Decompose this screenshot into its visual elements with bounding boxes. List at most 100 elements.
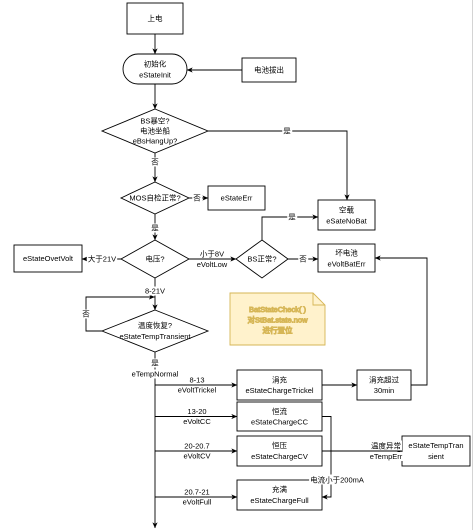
note-line-3: 进行置位 — [263, 325, 293, 335]
bs-hang-up-diamond — [100, 108, 210, 154]
label-volt-20.7-21: 20.7-21 — [184, 488, 209, 497]
init-node: 初始化 eStateInit — [122, 53, 188, 85]
label-volt-full: eVoltFull — [183, 498, 212, 507]
power-on-box — [126, 2, 184, 35]
edge-label-background — [370, 440, 402, 451]
edge-label-background — [183, 487, 211, 497]
edge-label-background — [130, 369, 180, 379]
edge-label-background — [186, 407, 208, 416]
label-volt-trickel: eVoltTrickel — [178, 386, 217, 395]
no-bat-node: 空载 eSateNoBat — [317, 199, 376, 231]
bs-normal-decision: BS正常? — [235, 239, 289, 279]
bs-hang-up-decision: BS暴空? 电池坐船 eBsHangUp? — [100, 108, 210, 154]
label-bs-normal-yes: 是 — [288, 213, 296, 222]
temp-check-label-state: eStateTempTransient — [119, 332, 191, 341]
edge-label-background — [150, 358, 161, 368]
temp-transient-label-1: eStateTempTran — [408, 441, 463, 450]
charge-full-box — [236, 479, 323, 511]
edge-label-background — [150, 157, 161, 167]
charge-cv-label-cn: 恒压 — [272, 440, 287, 450]
over-volt-label: eStateOvetVolt — [23, 254, 74, 263]
bat-err-box — [317, 243, 376, 273]
charge-trickle-node: 涓充 eStateChargeTrickel — [236, 369, 323, 401]
charge-cc-box — [236, 401, 323, 432]
battery-removed-node: 电池拔出 — [241, 57, 297, 83]
bs-hang-up-label-2: 电池坐船 — [140, 126, 170, 136]
edge-label-background — [183, 441, 211, 451]
trickle-timeout-label-2: 30min — [374, 386, 394, 395]
label-over-21v: 大于21V — [88, 254, 116, 264]
edge-label-background — [309, 474, 365, 485]
bat-err-node: 坏电池 eVoltBatErr — [317, 243, 376, 273]
label-temp-not-recovered: 否 — [82, 310, 90, 319]
power-on-node: 上电 — [126, 2, 184, 35]
edge-label-background — [150, 223, 161, 233]
label-volt-13-20: 13-20 — [187, 407, 206, 416]
temp-check-diamond — [100, 309, 210, 353]
init-label-cn: 初始化 — [144, 59, 167, 69]
edge-timeout-to-bat-err — [374, 255, 428, 386]
note-line-1: BatStateCheck( ) — [249, 305, 307, 314]
bs-hang-up-label-3: eBsHangUp? — [133, 137, 178, 146]
trickle-timeout-node: 涓充超过 30min — [356, 369, 412, 401]
label-temp-normal: eTempNormal — [132, 370, 179, 379]
mos-check-decision: MOS自检正常? — [119, 181, 191, 215]
bs-normal-diamond — [235, 239, 289, 279]
no-bat-box — [317, 199, 376, 231]
init-box — [122, 53, 188, 85]
edge-label-background — [298, 254, 309, 264]
label-mos-yes: 是 — [151, 224, 159, 233]
edge-label-background — [287, 212, 298, 222]
label-current-low: 电流小于200mA — [310, 475, 364, 485]
edge-label-background — [188, 375, 206, 385]
label-range-8-21v: 8-21V — [145, 287, 165, 296]
charge-cc-label-state: eStateChargeCC — [251, 418, 309, 427]
bat-err-label-state: eVoltBatErr — [328, 260, 366, 269]
edge-label-background — [81, 309, 92, 319]
temp-transient-node: eStateTempTran sient — [401, 435, 471, 467]
charge-trickle-box — [236, 369, 323, 401]
label-bs-hang-up-no: 否 — [151, 158, 159, 167]
edge-labels: 是 否 否 是 大于21V 小于8V eVoltLow 是 否 8-21V 否 … — [81, 126, 404, 507]
mos-check-diamond — [119, 181, 191, 215]
edge-label-background — [86, 253, 118, 264]
label-under-8v: 小于8V — [200, 250, 224, 259]
charge-cv-box — [236, 435, 323, 467]
edge-label-background — [282, 126, 293, 136]
note-fold — [312, 293, 325, 306]
charge-full-label-cn: 充满 — [272, 484, 287, 494]
edge-label-background — [176, 385, 218, 395]
no-bat-label-cn: 空载 — [339, 205, 354, 215]
charge-full-node: 充满 eStateChargeFull — [236, 479, 323, 511]
edge-label-background — [192, 193, 203, 203]
charge-cc-label-cn: 恒流 — [272, 406, 287, 416]
edge-label-background — [182, 417, 213, 426]
edge-cc-to-junction — [322, 416, 332, 451]
power-on-label: 上电 — [148, 13, 163, 23]
no-bat-label-state: eSateNoBat — [326, 217, 367, 226]
state-check-note: BatStateCheck( ) 对StBat.state.now 进行置位 — [229, 292, 326, 346]
edge-cv-to-full-current-low — [321, 451, 332, 500]
over-volt-node: eStateOvetVolt — [13, 244, 83, 273]
init-label-state: eStateInit — [139, 71, 172, 80]
temp-transient-label-2: sient — [428, 452, 445, 461]
label-temp-err-cn: 温度异常 — [371, 441, 401, 451]
charge-trickle-label-state: eStateChargeTrickel — [245, 386, 313, 395]
note-line-2: 对StBat.state.now — [247, 315, 308, 325]
temp-check-label-cn: 温度恢复? — [138, 320, 172, 330]
edge-label-background — [195, 260, 229, 269]
label-volt-20-20.7: 20-20.7 — [184, 442, 209, 451]
charge-trickle-label-cn: 涓充 — [272, 375, 287, 385]
voltage-label: 电压? — [145, 254, 164, 264]
label-volt-low: eVoltLow — [197, 260, 228, 269]
bat-err-label-cn: 坏电池 — [335, 248, 358, 258]
edge-label-background — [368, 452, 404, 461]
edge-bs-yes-to-no-bat — [208, 130, 350, 201]
trickle-timeout-box — [356, 369, 412, 401]
temp-check-decision: 温度恢复? eStateTempTransient — [100, 309, 210, 353]
temp-transient-box — [401, 435, 471, 467]
voltage-decision: 电压? — [120, 239, 190, 279]
edge-bs-normal-yes-to-no-bat — [261, 214, 319, 240]
edge-label-background — [181, 497, 213, 507]
label-temp-err-state: eTempErr — [370, 452, 403, 461]
